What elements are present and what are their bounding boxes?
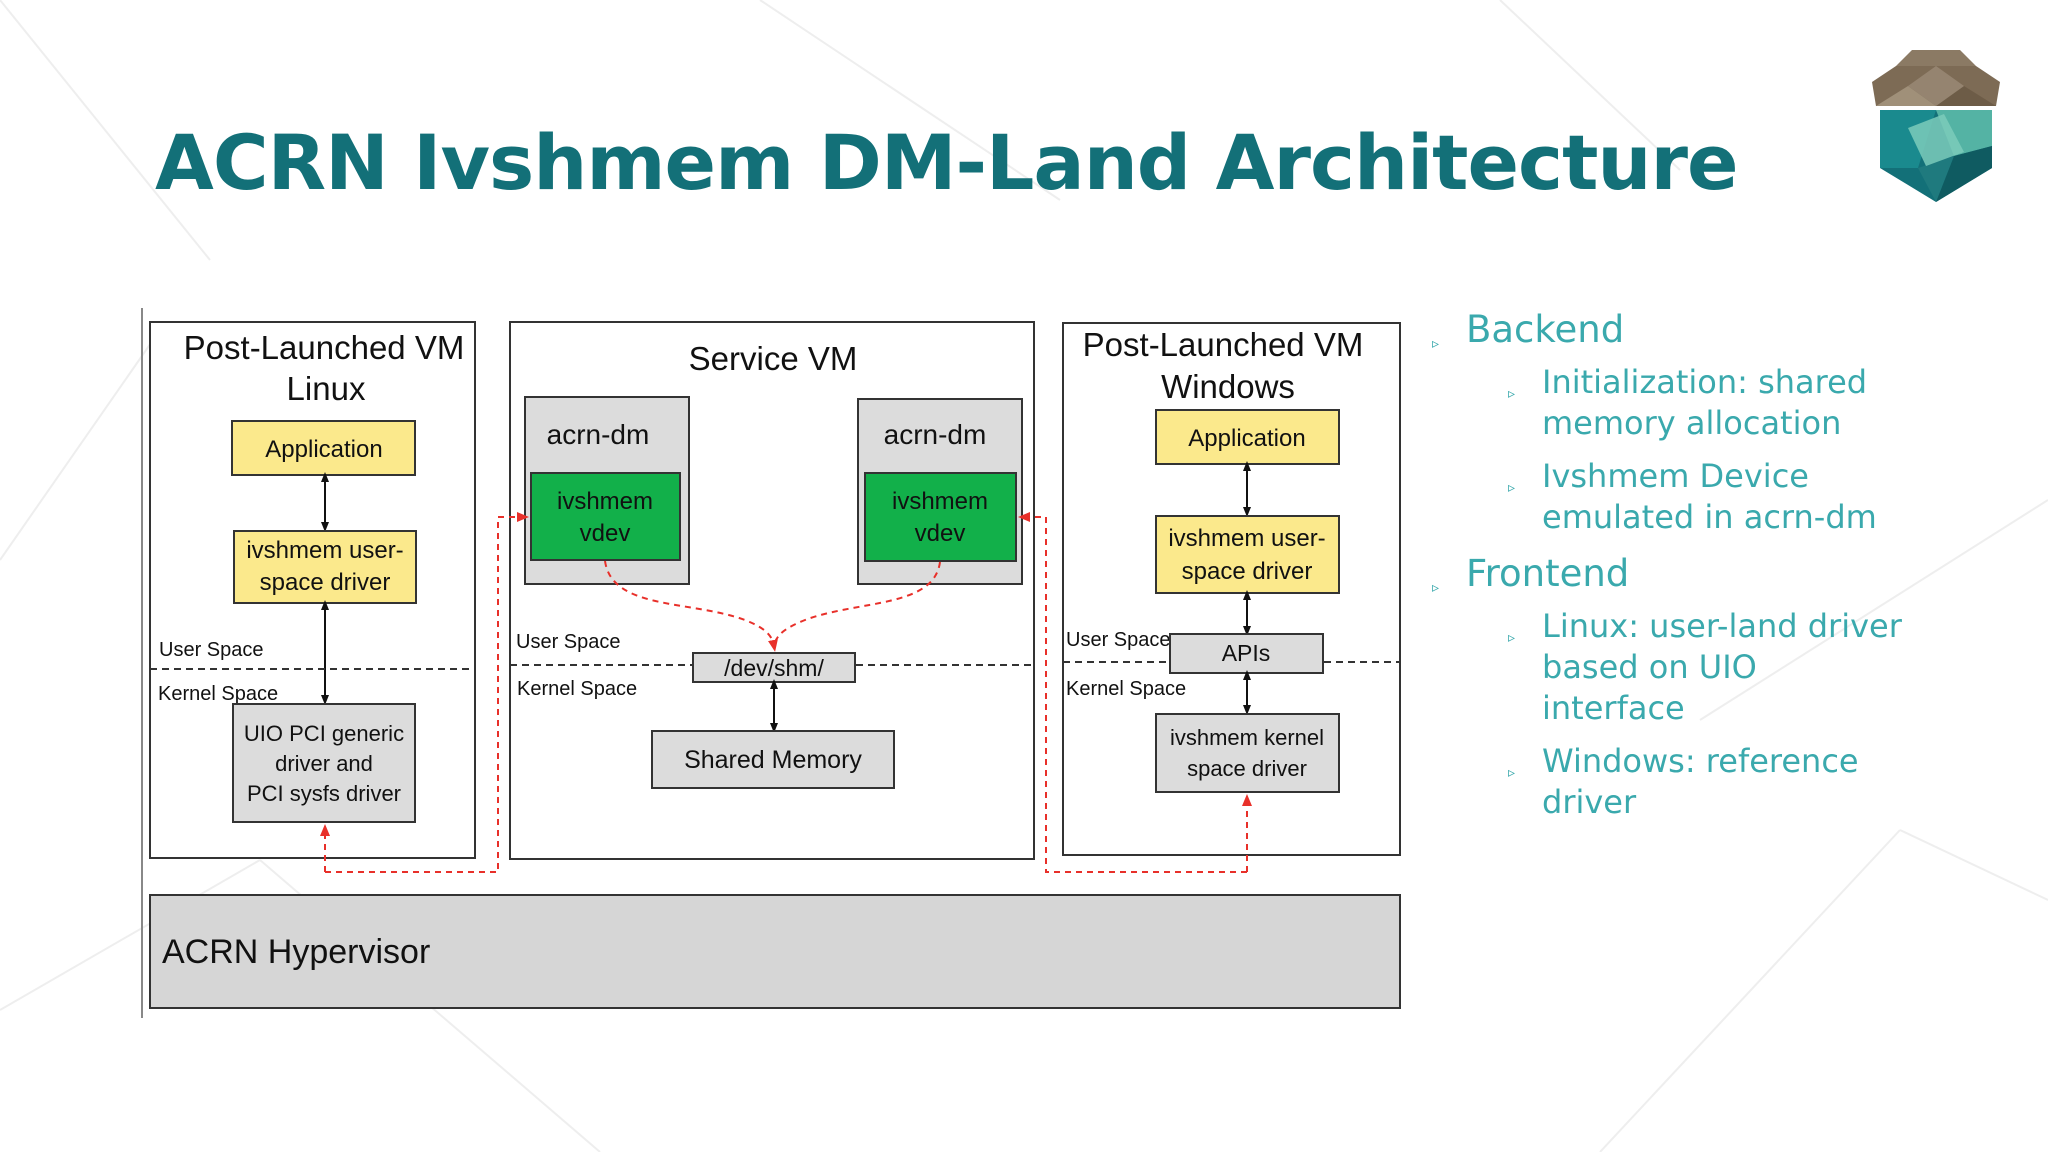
acorn-shield-logo [1872,50,2000,202]
windows-vm-title-line2: Windows [1161,368,1295,405]
vdev-right-line2: vdev [915,520,966,547]
windows-kernel-space-label: Kernel Space [1066,678,1186,700]
triangle-bullet-icon: ▹ [1508,386,1516,402]
vdev-left-box [530,472,681,561]
bullet-text-line: Ivshmem Device [1542,457,1809,495]
apis-label: APIs [1222,640,1271,666]
uio-driver-line2: driver and [275,751,373,776]
bullet-frontend: ▹ Frontend [1430,552,2030,596]
bullet-text-line: interface [1542,689,1685,727]
uio-driver-line1: UIO PCI generic [244,721,404,746]
windows-vdev-dashed-path [1018,512,1247,873]
bullet-text-line: based on UIO [1542,648,1757,686]
windows-driver-line1: ivshmem user- [1168,525,1325,552]
linux-application-box [231,420,416,476]
bullet-list: ▹ Backend ▹ Initialization: shared memor… [1430,308,2030,835]
slide-title: ACRN Ivshmem DM-Land Architecture [155,118,1739,207]
shared-memory-label: Shared Memory [684,746,862,774]
bullet-backend-item-1: ▹ Initialization: shared memory allocati… [1430,362,2030,444]
windows-user-space-label: User Space [1066,629,1171,651]
linux-vm-title-line1: Post-Launched VM [184,329,465,366]
linux-user-space-label: User Space [159,639,264,661]
bullet-backend-item-2: ▹ Ivshmem Device emulated in acrn-dm [1430,456,2030,538]
service-kernel-space-label: Kernel Space [517,678,637,700]
bullet-frontend-label: Frontend [1466,552,1630,595]
vdev-left-shm-curve [604,560,778,652]
windows-application-label: Application [1188,425,1305,452]
linux-driver-box [233,530,417,604]
shared-memory-box [651,730,895,789]
vdev-left-line2: vdev [580,520,631,547]
hypervisor-label: ACRN Hypervisor [162,933,430,971]
triangle-bullet-icon: ▹ [1508,765,1516,781]
triangle-bullet-icon: ▹ [1432,580,1440,596]
triangle-bullet-icon: ▹ [1432,336,1440,352]
linux-application-label: Application [265,436,382,463]
windows-application-box [1155,409,1340,465]
windows-vm-title-line1: Post-Launched VM [1083,326,1364,363]
bullet-frontend-item-1: ▹ Linux: user-land driver based on UIO i… [1430,606,2030,729]
linux-vdev-dashed-path [325,512,529,873]
triangle-bullet-icon: ▹ [1508,630,1516,646]
windows-kernel-driver-line1: ivshmem kernel [1170,725,1324,750]
vdev-right-line1: ivshmem [892,488,988,515]
bullet-backend-label: Backend [1466,308,1625,351]
hypervisor-box [149,894,1401,1009]
bullet-frontend-item-2: ▹ Windows: reference driver [1430,741,2030,823]
bullet-text-line: Windows: reference [1542,742,1859,780]
linux-vm-title-line2: Linux [287,370,366,407]
bullet-text-line: emulated in acrn-dm [1542,498,1877,536]
windows-driver-line2: space driver [1182,558,1313,585]
bullet-text-line: Linux: user-land driver [1542,607,1902,645]
service-vm-title: Service VM [689,340,858,377]
service-user-space-label: User Space [516,631,621,653]
windows-kernel-driver-line2: space driver [1187,756,1307,781]
linux-driver-line2: space driver [260,569,391,596]
bullet-text-line: driver [1542,783,1637,821]
linux-driver-line1: ivshmem user- [246,537,403,564]
windows-kernel-driver-box [1155,713,1340,793]
vdev-left-line1: ivshmem [557,488,653,515]
uio-driver-line3: PCI sysfs driver [247,781,401,806]
triangle-bullet-icon: ▹ [1508,480,1516,496]
acrn-dm-left-label: acrn-dm [547,419,650,450]
bullet-text-line: memory allocation [1542,404,1842,442]
uio-driver-box [232,703,416,823]
bullet-backend: ▹ Backend [1430,308,2030,352]
acrn-dm-right-label: acrn-dm [884,419,987,450]
bullet-text-line: Initialization: shared [1542,363,1868,401]
devshm-label: /dev/shm/ [724,655,824,681]
vdev-right-box [864,472,1017,562]
linux-kernel-space-label: Kernel Space [158,683,278,705]
